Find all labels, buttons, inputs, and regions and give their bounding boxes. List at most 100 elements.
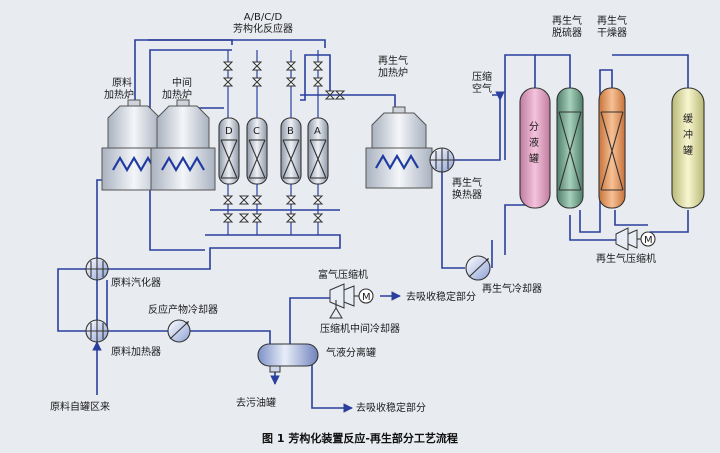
rich-gas-motor-label: M bbox=[362, 292, 371, 303]
product-to-vaporizer-pipe bbox=[108, 234, 341, 270]
to-absorb-1-label: 去吸收稳定部分 bbox=[406, 290, 476, 303]
reactor-top-header bbox=[148, 39, 326, 48]
valve-icon bbox=[251, 61, 263, 71]
regen-furnace-label-1: 再生气 bbox=[378, 54, 408, 67]
mid-furnace-label-2: 加热炉 bbox=[162, 88, 192, 101]
valve-icon bbox=[251, 77, 263, 87]
valve-icon bbox=[222, 213, 234, 223]
valve-icon bbox=[222, 61, 234, 71]
valve-icon bbox=[334, 90, 346, 100]
valve-icon bbox=[285, 213, 297, 223]
buffer-top-pipe bbox=[612, 54, 689, 90]
to-sewage-label: 去污油罐 bbox=[236, 396, 276, 409]
sep-tank-char-2: 液 bbox=[529, 136, 539, 149]
regen-hx-label-2: 换热器 bbox=[452, 188, 482, 201]
reactor-b-letter: B bbox=[287, 126, 294, 137]
buffer-tank-char-1: 缓 bbox=[683, 112, 693, 125]
regen-hx-label-1: 再生气 bbox=[452, 176, 482, 189]
reactors-name-label: 芳构化反应器 bbox=[233, 22, 293, 35]
regen-separator-tank bbox=[519, 87, 551, 209]
to-absorb-2-arrow bbox=[311, 365, 353, 413]
valve-icon bbox=[312, 195, 324, 205]
compressed-air-arrow bbox=[492, 91, 505, 101]
dryer-label-2: 干燥器 bbox=[597, 27, 627, 39]
feed-vaporizer-label: 原料汽化器 bbox=[111, 276, 161, 289]
gl-separator-label: 气液分离罐 bbox=[326, 346, 376, 359]
sep-tank-char-1: 分 bbox=[529, 121, 539, 133]
regen-cooler-to-sep-pipe bbox=[504, 204, 535, 255]
reactor-group bbox=[218, 117, 329, 185]
regen-gas-compressor bbox=[615, 227, 656, 251]
regen-furnace bbox=[365, 106, 433, 189]
regen-gas-cooler bbox=[465, 255, 491, 281]
reactor-d-letter: D bbox=[225, 126, 233, 137]
sep-tank-char-3: 罐 bbox=[529, 152, 539, 165]
mid-furnace-label-1: 中间 bbox=[172, 76, 192, 89]
figure-caption: 图 1 芳构化装置反应-再生部分工艺流程 bbox=[262, 431, 458, 445]
regen-hx-to-cooler-pipe bbox=[441, 172, 465, 269]
regen-compressor-label: 再生气压缩机 bbox=[596, 252, 656, 265]
reactor-a-letter: A bbox=[314, 126, 321, 137]
regen-gas-header-pipe bbox=[300, 94, 396, 118]
product-cooler bbox=[167, 319, 191, 343]
valve-icon bbox=[238, 213, 250, 223]
regen-hx-to-air-pipe bbox=[455, 100, 501, 161]
regen-sep-top-pipe bbox=[504, 54, 536, 160]
interstage-cooler-label: 压缩机中间冷却器 bbox=[320, 322, 400, 335]
feed-furnace-label-1: 原料 bbox=[112, 76, 132, 89]
valve-icon bbox=[251, 195, 263, 205]
compressed-air-label-2: 空气 bbox=[472, 82, 492, 95]
dryer-label-1: 再生气 bbox=[597, 14, 627, 27]
vaporizer-to-furnace-pipe bbox=[96, 179, 112, 258]
to-absorb-2-label: 去吸收稳定部分 bbox=[356, 401, 426, 414]
valve-icon bbox=[222, 77, 234, 87]
product-return-pipe bbox=[149, 190, 205, 251]
reactors-code-label: A/B/C/D bbox=[244, 12, 283, 23]
regen-furnace-label-2: 加热炉 bbox=[378, 66, 408, 79]
regen-gas-hx bbox=[429, 147, 455, 173]
buffer-tank-char-2: 冲 bbox=[683, 128, 693, 141]
feed-heater bbox=[85, 319, 109, 343]
feed-source-label: 原料自罐区来 bbox=[50, 400, 110, 413]
valve-icon bbox=[312, 77, 324, 87]
labels: A/B/C/D 芳构化反应器 原料 加热炉 中间 加热炉 再生气 加热炉 压缩 … bbox=[50, 12, 693, 445]
feed-heater-label: 原料加热器 bbox=[111, 345, 161, 358]
regen-cooler-label: 再生气冷却器 bbox=[482, 282, 542, 295]
valve-icon bbox=[324, 90, 336, 100]
product-cooler-label: 反应产物冷却器 bbox=[148, 303, 218, 316]
regen-branch-pipe bbox=[300, 54, 331, 101]
gas-liquid-separator bbox=[257, 343, 319, 373]
valve-icon bbox=[285, 61, 297, 71]
buffer-tank bbox=[671, 87, 705, 209]
valve-icon bbox=[312, 61, 324, 71]
rich-gas-compressor-label: 富气压缩机 bbox=[318, 268, 368, 281]
reactor-b bbox=[280, 117, 302, 185]
desulfurizer-label-1: 再生气 bbox=[552, 14, 582, 27]
valve-icon bbox=[251, 213, 263, 223]
reactor-d bbox=[218, 117, 240, 185]
reactor-a bbox=[307, 117, 329, 185]
feed-furnace-label-2: 加热炉 bbox=[104, 88, 134, 101]
reactor-c-letter: C bbox=[253, 126, 260, 137]
dryer-to-buffer-pipe bbox=[614, 210, 648, 226]
valve-set bbox=[222, 61, 346, 223]
regen-dryer bbox=[598, 87, 626, 209]
regen-motor-label: M bbox=[644, 235, 653, 246]
feed-vaporizer bbox=[85, 257, 109, 281]
buffer-bottom-pipe bbox=[650, 210, 689, 233]
vaporizer-to-heater-pipe bbox=[106, 280, 108, 332]
compressed-air-label-1: 压缩 bbox=[472, 70, 492, 83]
valve-icon bbox=[222, 195, 234, 205]
regen-compressor-pipe bbox=[569, 215, 620, 241]
regen-desulfurizer bbox=[556, 87, 584, 209]
valve-icon bbox=[312, 213, 324, 223]
valve-icon bbox=[238, 195, 250, 205]
buffer-tank-char-3: 罐 bbox=[683, 144, 693, 157]
desulfurizer-label-2: 脱硫器 bbox=[552, 26, 582, 39]
valve-icon bbox=[285, 77, 297, 87]
valve-icon bbox=[285, 195, 297, 205]
reactor-c bbox=[246, 117, 268, 185]
rich-gas-compressor bbox=[329, 283, 374, 319]
